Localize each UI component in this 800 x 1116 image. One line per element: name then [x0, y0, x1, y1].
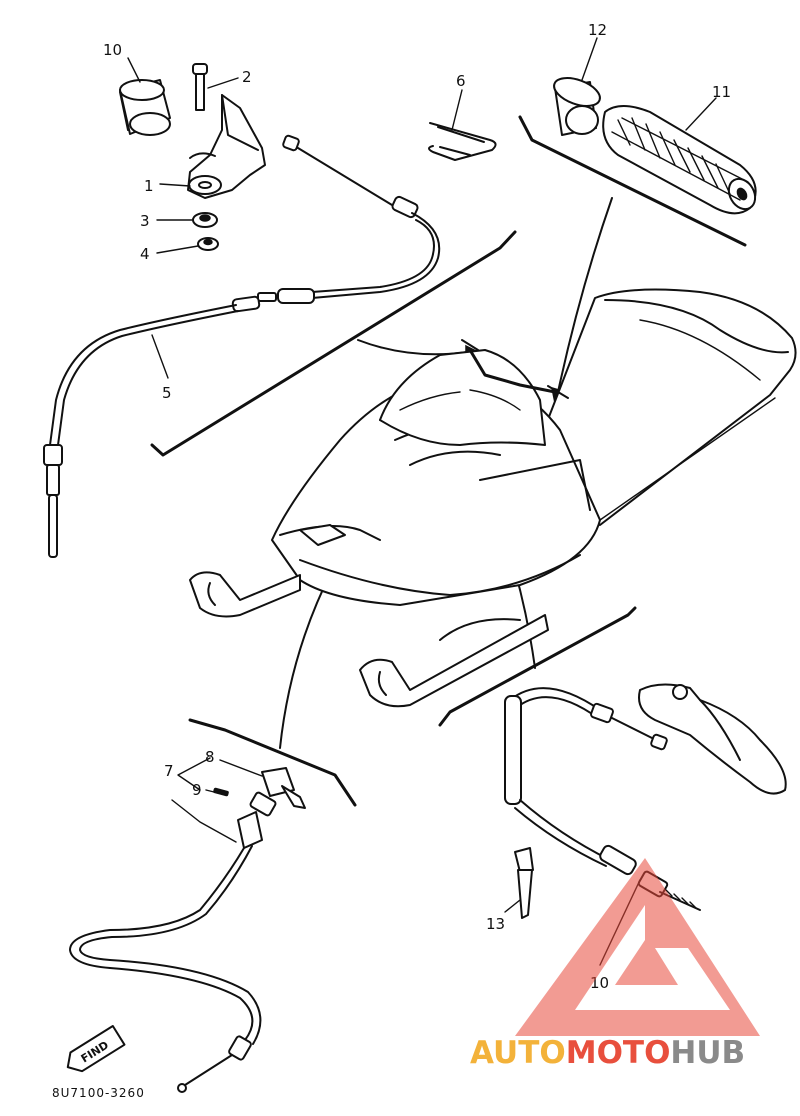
part-3-washer	[192, 212, 218, 228]
callout-11: 11	[712, 83, 731, 101]
callout-leader-5	[151, 334, 169, 379]
part-13-strap	[514, 847, 534, 919]
callout-6: 6	[456, 72, 466, 90]
leader-upper-left	[357, 339, 469, 356]
snowmobile-body	[189, 288, 797, 708]
part-5-throttle-cable	[43, 134, 441, 558]
callout-5: 5	[162, 384, 172, 402]
find-tag: FIND	[66, 1025, 126, 1073]
callout-1: 1	[144, 177, 154, 195]
callout-leader-10-upper	[127, 57, 141, 83]
callout-leader-13	[504, 899, 521, 913]
callout-leader-6	[451, 89, 463, 131]
callout-13: 13	[486, 915, 505, 933]
callout-7: 7	[164, 762, 174, 780]
callout-leader-11	[685, 97, 717, 131]
part-10-ring-upper	[119, 79, 171, 136]
bracket-upper-left	[150, 230, 517, 457]
part-11-grip	[602, 105, 757, 215]
callout-leader-7	[171, 757, 237, 843]
part-8-cap	[261, 767, 306, 809]
callout-12: 12	[588, 21, 607, 39]
watermark-auto: AUTO	[470, 1035, 566, 1071]
part-1-lever-bracket	[187, 94, 266, 199]
drawing-code: 8U7100-3260	[52, 1086, 145, 1100]
callout-4: 4	[140, 245, 150, 263]
part-9-pin	[213, 787, 229, 797]
callout-10-upper: 10	[103, 41, 122, 59]
callout-leader-8	[219, 759, 263, 777]
callout-leader-12	[581, 37, 598, 81]
part-2-bolt	[192, 63, 208, 111]
callout-leader-1	[159, 183, 191, 187]
bracket-lower-right	[438, 606, 637, 727]
watermark-text: AUTOMOTOHUB	[470, 1035, 745, 1071]
watermark-hub: HUB	[670, 1035, 745, 1071]
callout-3: 3	[140, 212, 150, 230]
brake-lever	[638, 683, 787, 795]
bracket-upper-right	[518, 115, 747, 247]
callout-leader-2	[207, 77, 239, 89]
watermark-moto: MOTO	[566, 1035, 671, 1071]
callout-2: 2	[242, 68, 252, 86]
callout-8: 8	[205, 748, 215, 766]
callout-9: 9	[192, 781, 202, 799]
callout-leader-4	[156, 245, 199, 254]
part-6-clip	[428, 122, 497, 161]
part-4-nut	[197, 237, 219, 251]
part-7-kill-switch-cable	[69, 791, 277, 1093]
leader-upper-right	[557, 197, 613, 393]
watermark-logo: AUTOMOTOHUB	[470, 858, 760, 1071]
bracket-lower-left	[188, 718, 357, 807]
callout-leader-9	[205, 789, 215, 793]
watermark-triangle-icon	[515, 858, 760, 1036]
part-12-ring	[553, 77, 601, 136]
